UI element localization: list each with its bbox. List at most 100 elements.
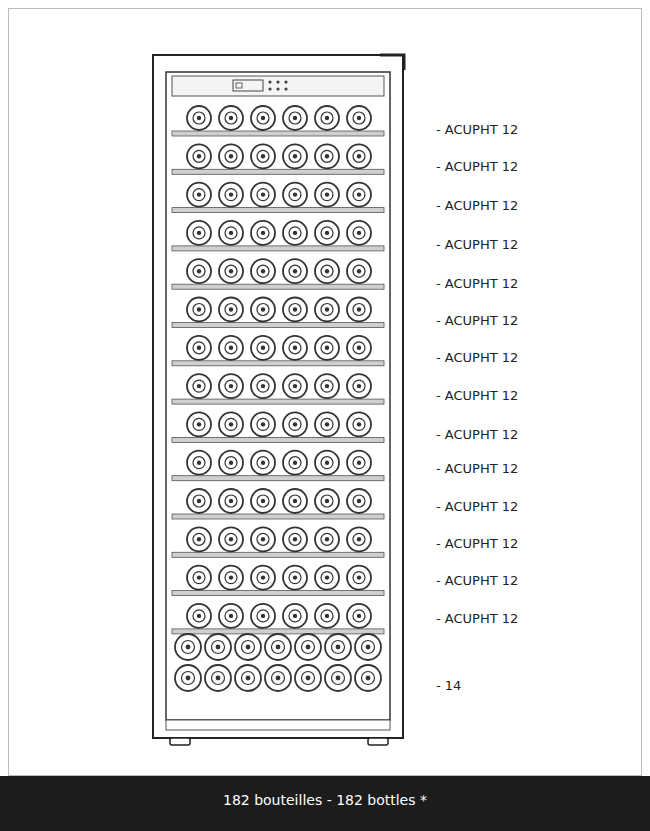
bottle-cork [197, 269, 201, 273]
bottle [175, 665, 201, 691]
bottle [205, 665, 231, 691]
bottle-neck [321, 150, 333, 162]
bottle-neck [242, 672, 255, 685]
bottle-neck [321, 227, 333, 239]
bottle-neck [272, 672, 285, 685]
bottle-cork [357, 499, 361, 503]
bottle-neck [257, 112, 269, 124]
foot [170, 738, 190, 745]
bottle-cork [246, 676, 251, 681]
shelf-reference: - ACUPHT 12 [436, 427, 518, 443]
bottle [295, 665, 321, 691]
bottle [219, 336, 243, 360]
bottle-neck [353, 572, 365, 584]
bottle-cork [366, 676, 371, 681]
bottle-neck [353, 342, 365, 354]
bottle [315, 527, 339, 551]
bottle-neck [257, 265, 269, 277]
bottle-neck [321, 610, 333, 622]
bottle-neck [212, 672, 225, 685]
bottle [187, 336, 211, 360]
bottle-neck [353, 495, 365, 507]
bottle-neck [353, 418, 365, 430]
bottle-cork [261, 384, 265, 388]
bottle-cork [357, 192, 361, 196]
bottle-cork [325, 575, 329, 579]
bottle-neck [182, 672, 195, 685]
bottle [347, 144, 371, 168]
bottle-neck [289, 418, 301, 430]
bottle-neck [242, 641, 255, 654]
bottle-neck [193, 418, 205, 430]
bottle-neck [193, 227, 205, 239]
bottle-cork [246, 645, 251, 650]
bottle-neck [302, 672, 315, 685]
bottle [315, 412, 339, 436]
bottle-cork [229, 231, 233, 235]
shelf-reference: - ACUPHT 12 [436, 159, 518, 175]
bottle-cork [197, 346, 201, 350]
bottle [251, 489, 275, 513]
bottle [251, 183, 275, 207]
bottle [219, 489, 243, 513]
bottle [315, 374, 339, 398]
bottle-neck [257, 418, 269, 430]
bottle-neck [321, 495, 333, 507]
bottle-cork [186, 676, 191, 681]
bottle-neck [257, 227, 269, 239]
bottle-neck [289, 189, 301, 201]
bottle [347, 183, 371, 207]
bottle [265, 665, 291, 691]
bottle-neck [362, 672, 375, 685]
bottle-neck [257, 572, 269, 584]
bottle [347, 489, 371, 513]
shelf-reference: - ACUPHT 12 [436, 388, 518, 404]
bottle-cork [336, 645, 341, 650]
bottle-cork [261, 461, 265, 465]
bottle-neck [321, 418, 333, 430]
bottle [251, 604, 275, 628]
bottle-cork [325, 614, 329, 618]
bottle-cork [293, 269, 297, 273]
bottle [175, 634, 201, 660]
bottle-cork [336, 676, 341, 681]
bottle-neck [225, 227, 237, 239]
bottle [251, 451, 275, 475]
bottle [187, 298, 211, 322]
bottle-cork [229, 346, 233, 350]
shelf-reference: - ACUPHT 12 [436, 198, 518, 214]
bottle [187, 374, 211, 398]
bottle-neck [321, 380, 333, 392]
bottle-cork [293, 461, 297, 465]
bottle [219, 259, 243, 283]
bottle [187, 221, 211, 245]
bottle-neck [193, 572, 205, 584]
bottle-cork [293, 614, 297, 618]
bottle-cork [325, 307, 329, 311]
bottle-neck [257, 610, 269, 622]
bottle [315, 106, 339, 130]
shelf-reference: - ACUPHT 12 [436, 573, 518, 589]
bottle-cork [325, 192, 329, 196]
bottle-cork [293, 499, 297, 503]
bottle [283, 451, 307, 475]
bottle [283, 144, 307, 168]
bottle-cork [229, 614, 233, 618]
bottle-neck [289, 304, 301, 316]
bottle-cork [229, 384, 233, 388]
bottle-cork [306, 645, 311, 650]
shelf-reference: - ACUPHT 12 [436, 350, 518, 366]
bottle [235, 634, 261, 660]
bottle-neck [257, 457, 269, 469]
bottle [315, 183, 339, 207]
bottle-cork [293, 537, 297, 541]
bottle [283, 259, 307, 283]
bottle-cork [261, 537, 265, 541]
bottle [219, 412, 243, 436]
bottle [219, 451, 243, 475]
bottle [315, 489, 339, 513]
bottle-cork [197, 499, 201, 503]
bottle [187, 144, 211, 168]
bottle-cork [293, 231, 297, 235]
bottle-cork [216, 645, 221, 650]
